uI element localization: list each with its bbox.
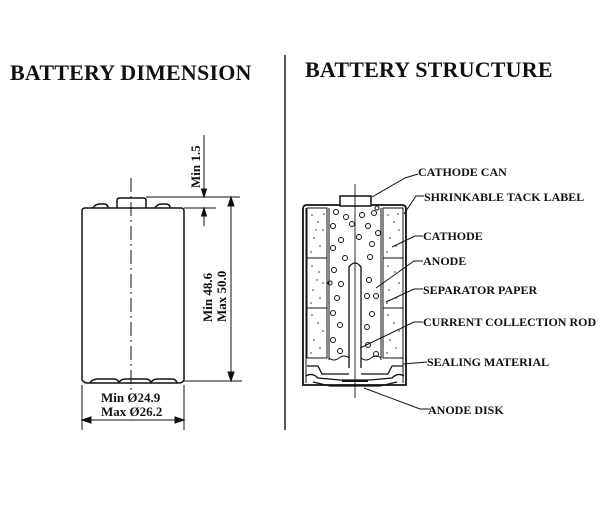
label-cathode: CATHODE xyxy=(423,229,483,243)
battery-body-outline xyxy=(81,207,185,380)
terminal-height-label: Min 1.5 xyxy=(188,145,203,188)
label-cathode-can: CATHODE CAN xyxy=(418,165,507,179)
diameter-max-label: Max Ø26.2 xyxy=(101,404,162,419)
terminal-height-dimension xyxy=(200,135,208,226)
cathode-rings-left xyxy=(306,207,328,359)
label-separator-paper: SEPARATOR PAPER xyxy=(423,283,537,297)
battery-structure-title: BATTERY STRUCTURE xyxy=(305,57,553,82)
anode-bubbles xyxy=(327,205,381,357)
battery-cutaway-drawing xyxy=(302,184,407,398)
height-max-label: Max 50.0 xyxy=(214,271,229,322)
height-min-label: Min 48.6 xyxy=(200,272,215,322)
battery-outline-drawing xyxy=(81,197,185,384)
label-anode-disk: ANODE DISK xyxy=(428,403,504,417)
cathode-can-terminal xyxy=(339,195,372,207)
cathode-rings-right xyxy=(382,207,404,359)
dimension-extension-lines xyxy=(81,196,242,430)
label-sealing-material: SEALING MATERIAL xyxy=(427,355,549,369)
label-shrinkable-tack-label: SHRINKABLE TACK LABEL xyxy=(424,190,584,204)
cathode-speckles xyxy=(310,213,400,354)
diameter-dimension xyxy=(80,416,186,424)
diameter-min-label: Min Ø24.9 xyxy=(101,390,161,405)
battery-dimension-title: BATTERY DIMENSION xyxy=(10,60,252,85)
leader-lines xyxy=(359,173,430,410)
overall-height-dimension xyxy=(227,195,235,383)
label-current-collection-rod: CURRENT COLLECTION ROD xyxy=(423,315,596,329)
label-anode: ANODE xyxy=(423,254,466,268)
